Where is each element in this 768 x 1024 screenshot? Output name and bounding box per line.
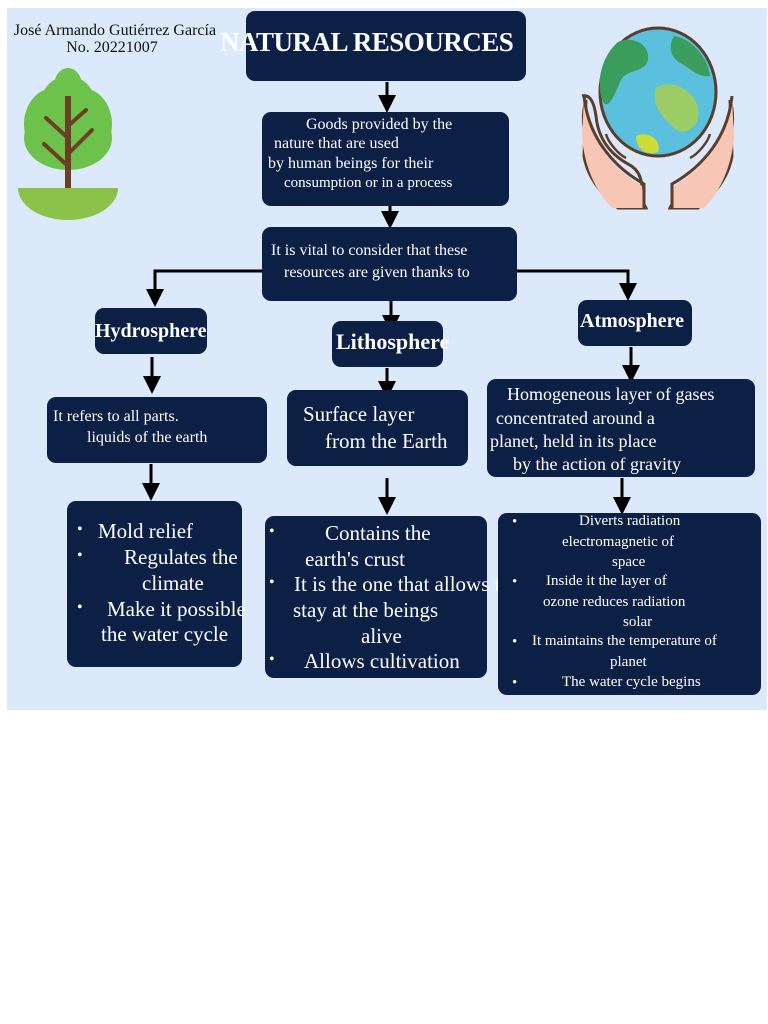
atmosphere-label: Atmosphere [580, 310, 685, 332]
definition-line-1: Goods provided by the [306, 116, 453, 133]
definition-line-3: by human beings for their [268, 155, 434, 172]
atmo-bullet-2-cont: ozone reduces radiation [543, 594, 686, 610]
lithosphere-bullets-box: • Contains the earth's crust • It is the… [265, 516, 520, 678]
bullet-marker: • [77, 521, 83, 538]
atmosphere-description-line-2: concentrated around a [496, 408, 655, 428]
student-number: No. 20221007 [66, 39, 158, 56]
hydrosphere-description-box: It refers to all parts. liquids of the e… [47, 397, 267, 463]
vital-line-1: It is vital to consider that these [271, 242, 468, 259]
bullet-marker: • [512, 634, 518, 650]
hydro-bullet-1: Mold relief [98, 519, 194, 543]
hydro-bullet-3-cont: the water cycle [101, 622, 229, 646]
vital-line-2: resources are given thanks to [284, 264, 470, 281]
hydrosphere-label: Hydrosphere [95, 320, 207, 342]
bullet-marker: • [269, 651, 275, 668]
bullet-marker: • [512, 574, 518, 590]
hydrosphere-bullets-box: • Mold relief • Regulates the climate • … [67, 501, 246, 667]
page-title: NATURAL RESOURCES [220, 27, 514, 57]
bullet-marker: • [512, 514, 518, 530]
atmo-bullet-1-cont2: space [612, 554, 646, 570]
hydro-bullet-2: Regulates the [124, 545, 238, 569]
litho-bullet-1: Contains the [325, 521, 431, 545]
atmo-bullet-3-cont: planet [610, 654, 647, 670]
tree-icon [18, 68, 118, 220]
bullet-marker: • [269, 523, 275, 540]
lithosphere-label: Lithosphere [336, 329, 450, 354]
atmosphere-bullets-box: • Diverts radiation electromagnetic of s… [498, 513, 761, 695]
hydro-bullet-2-cont: climate [142, 571, 204, 595]
title-box: NATURAL RESOURCES [220, 11, 526, 81]
bullet-marker: • [512, 675, 518, 691]
lithosphere-description-box: Surface layer from the Earth [287, 390, 468, 466]
atmosphere-description-line-3: planet, held in its place [490, 431, 657, 451]
litho-bullet-2: It is the one that allows the [294, 572, 521, 596]
definition-line-4: consumption or in a process [284, 175, 453, 191]
author-block: José Armando Gutiérrez García No. 202210… [4, 22, 226, 56]
definition-line-2: nature that are used [274, 135, 399, 152]
hydrosphere-description-line-1: It refers to all parts. [53, 408, 179, 425]
bullet-marker: • [77, 599, 83, 616]
lithosphere-label-box: Lithosphere [332, 321, 449, 367]
atmo-bullet-2: Inside it the layer of [546, 573, 667, 589]
lithosphere-description-line-2: from the Earth [325, 429, 448, 453]
atmosphere-description-line-4: by the action of gravity [513, 454, 681, 474]
atmo-bullet-1: Diverts radiation [579, 513, 681, 529]
globe-in-hands-icon [581, 26, 734, 210]
litho-bullet-2-cont: stay at the beings [293, 598, 439, 622]
bullet-marker: • [77, 547, 83, 564]
atmo-bullet-3: It maintains the temperature of [532, 633, 717, 649]
definition-box: Goods provided by the nature that are us… [262, 112, 509, 206]
atmo-bullet-1-cont: electromagnetic of [562, 534, 675, 550]
vital-box: It is vital to consider that these resou… [262, 227, 517, 301]
atmosphere-description-line-1: Homogeneous layer of gases [507, 384, 715, 404]
hydro-bullet-3: Make it possible [107, 597, 246, 621]
hydrosphere-description-line-2: liquids of the earth [87, 429, 208, 446]
hydrosphere-label-box: Hydrosphere [95, 308, 207, 354]
litho-bullet-2-cont2: alive [361, 624, 402, 648]
litho-bullet-3: Allows cultivation [304, 649, 460, 673]
atmo-bullet-2-cont2: solar [623, 614, 653, 630]
litho-bullet-1-cont: earth's crust [305, 547, 405, 571]
atmo-bullet-4: The water cycle begins [562, 674, 701, 690]
lithosphere-description-line-1: Surface layer [303, 402, 415, 426]
atmosphere-description-box: Homogeneous layer of gases concentrated … [487, 379, 755, 477]
author-name: José Armando Gutiérrez García [13, 22, 217, 39]
atmosphere-label-box: Atmosphere [578, 300, 692, 346]
bullet-marker: • [269, 574, 275, 591]
